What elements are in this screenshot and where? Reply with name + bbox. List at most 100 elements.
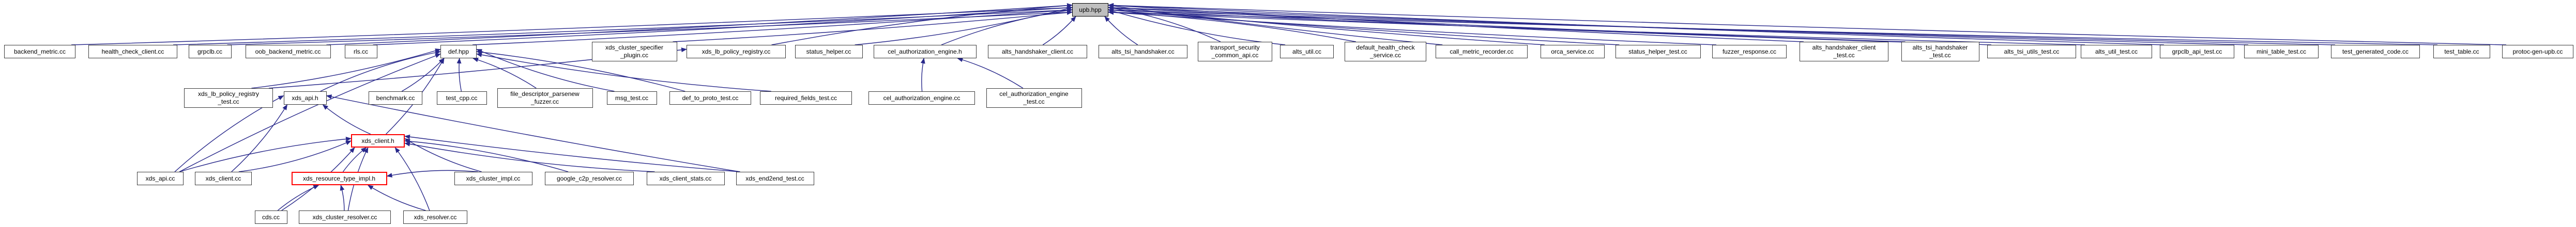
node-label: protoc-gen-upb.cc [2512,47,2563,55]
node-label: def_to_proto_test.cc [682,94,739,102]
graph-node-xds-cluster-resolver-cc[interactable]: xds_cluster_resolver.cc [299,210,391,224]
node-label: def.hpp [448,47,469,55]
graph-node-status-helper-test-cc[interactable]: status_helper_test.cc [1615,45,1701,58]
node-label: alts_tsi_utils_test.cc [2004,47,2060,55]
graph-node-alts-util-test-cc[interactable]: alts_util_test.cc [2081,45,2152,58]
graph-node-default-health-check-service-cc[interactable]: default_health_check_service.cc [1345,42,1426,61]
graph-node-status-helper-cc[interactable]: status_helper.cc [795,45,863,58]
node-label: oob_backend_metric.cc [255,47,321,55]
node-label: status_helper.cc [806,47,851,55]
graph-node-xds-resource-type-impl-h[interactable]: xds_resource_type_impl.h [291,172,387,185]
graph-node-health-check-client-cc[interactable]: health_check_client.cc [88,45,177,58]
include-edge [855,6,1073,45]
graph-node-alts-tsi-handshaker-cc[interactable]: alts_tsi_handshaker.cc [1099,45,1187,58]
graph-node-def-to-proto-test-cc[interactable]: def_to_proto_test.cc [669,91,751,105]
node-label-line2: _test.cc [1023,98,1045,105]
include-edge [404,134,740,172]
node-label: upb.hpp [1079,6,1102,13]
include-edge [1042,16,1076,45]
include-edge [386,170,478,178]
graph-node-backend-metric-cc[interactable]: backend_metric.cc [4,45,75,58]
include-edge [322,104,371,135]
node-label-line2: _test.cc [1833,52,1855,59]
graph-node-xds-api-h[interactable]: xds_api.h [283,91,327,105]
include-edge [1108,10,2438,45]
node-label-line2: _plugin.cc [620,52,649,59]
graph-node-test-generated-code-cc[interactable]: test_generated_code.cc [2331,45,2420,58]
include-edge [1108,3,2507,45]
graph-node-grpclb-api-test-cc[interactable]: grpclb_api_test.cc [2160,45,2234,58]
graph-node-alts-util-cc[interactable]: alts_util.cc [1280,45,1334,58]
include-edges [71,3,2507,211]
include-edge [404,139,569,172]
node-label: xds_api.h [292,94,318,102]
include-edge [476,48,615,92]
graph-node-transport-security-common-api-cc[interactable]: transport_security_common_api.cc [1198,42,1272,61]
graph-node-orca-service-cc[interactable]: orca_service.cc [1541,45,1605,58]
node-label: alts_tsi_handshaker [1912,44,1968,51]
node-label: msg_test.cc [615,94,649,102]
graph-node-xds-client-stats-cc[interactable]: xds_client_stats.cc [646,172,725,185]
graph-node-alts-handshaker-client-test-cc[interactable]: alts_handshaker_client_test.cc [1800,42,1888,61]
graph-node-cel-authorization-engine-test-cc[interactable]: cel_authorization_engine_test.cc [986,88,1082,108]
graph-node-alts-tsi-utils-test-cc[interactable]: alts_tsi_utils_test.cc [1987,45,2076,58]
graph-node-xds-cluster-impl-cc[interactable]: xds_cluster_impl.cc [454,172,532,185]
graph-node-xds-client-h[interactable]: xds_client.h [351,134,405,148]
graph-node-alts-handshaker-client-cc[interactable]: alts_handshaker_client.cc [988,45,1087,58]
include-edge [476,50,685,92]
graph-node-xds-resolver-cc[interactable]: xds_resolver.cc [403,210,467,224]
graph-node-mini-table-test-cc[interactable]: mini_table_test.cc [2244,45,2319,58]
graph-node-benchmark-cc[interactable]: benchmark.cc [369,91,422,105]
include-edge [251,48,441,89]
node-label: alts_util_test.cc [2095,47,2138,55]
graph-node-grpclb-cc[interactable]: grpclb.cc [188,45,232,58]
graph-node-upb-hpp[interactable]: upb.hpp [1072,3,1108,17]
graph-node-file-descriptor-parsenew-fuzzer-cc[interactable]: file_descriptor_parsenew_fuzzer.cc [497,88,593,108]
graph-node-cel-authorization-engine-cc[interactable]: cel_authorization_engine.cc [868,91,975,105]
graph-node-msg-test-cc[interactable]: msg_test.cc [606,91,657,105]
node-label: xds_resolver.cc [414,213,457,221]
include-edge [1104,16,1138,45]
include-edge [472,8,1073,45]
graph-node-required-fields-test-cc[interactable]: required_fields_test.cc [760,91,852,105]
node-label: grpclb.cc [197,47,223,55]
include-edge [277,185,319,211]
graph-node-xds-lb-policy-registry-cc[interactable]: xds_lb_policy_registry.cc [687,45,786,58]
include-edge [1108,10,2085,45]
graph-node-xds-client-cc[interactable]: xds_client.cc [195,172,252,185]
include-edge [404,138,482,172]
graph-node-call-metric-recorder-cc[interactable]: call_metric_recorder.cc [1436,45,1528,58]
graph-node-protoc-gen-upb-cc[interactable]: protoc-gen-upb.cc [2502,45,2573,58]
node-label: cel_authorization_engine.cc [883,94,961,102]
graph-node-fuzzer-response-cc[interactable]: fuzzer_response.cc [1712,45,1787,58]
include-edge [179,136,352,172]
node-label: alts_handshaker_client.cc [1001,47,1074,55]
node-label: xds_resource_type_impl.h [302,174,376,182]
graph-node-google-c2p-resolver-cc[interactable]: google_c2p_resolver.cc [545,172,634,185]
graph-node-xds-end2end-test-cc[interactable]: xds_end2end_test.cc [736,172,814,185]
graph-node-xds-cluster-specifier-plugin-cc[interactable]: xds_cluster_specifier_plugin.cc [591,42,677,61]
graph-node-alts-tsi-handshaker-test-cc[interactable]: alts_tsi_handshaker_test.cc [1901,42,1979,61]
graph-node-rls-cc[interactable]: rls.cc [344,45,377,58]
graph-node-def-hpp[interactable]: def.hpp [440,45,477,58]
graph-node-xds-lb-policy-registry-test-cc[interactable]: xds_lb_policy_registry_test.cc [184,88,273,108]
graph-node-cel-authorization-engine-h[interactable]: cel_authorization_engine.h [873,45,977,58]
include-edge [404,141,655,172]
graph-node-xds-api-cc[interactable]: xds_api.cc [137,172,184,185]
node-label: fuzzer_response.cc [1722,47,1777,55]
include-edge [231,104,288,172]
node-label: cel_authorization_engine.h [888,47,962,55]
include-edge [394,147,430,211]
include-edge [173,7,1073,45]
graph-node-test-table-cc[interactable]: test_table.cc [2433,45,2490,58]
graph-node-cds-cc[interactable]: cds.cc [254,210,287,224]
node-label: xds_end2end_test.cc [745,174,804,182]
include-edge [71,5,1073,45]
include-edge [941,8,1073,45]
node-label: xds_client.cc [205,174,241,182]
node-label: test_cpp.cc [446,94,478,102]
graph-node-test-cpp-cc[interactable]: test_cpp.cc [436,91,487,105]
graph-node-oob-backend-metric-cc[interactable]: oob_backend_metric.cc [245,45,331,58]
node-label: cel_authorization_engine [999,90,1069,98]
node-label: xds_cluster_resolver.cc [312,213,377,221]
